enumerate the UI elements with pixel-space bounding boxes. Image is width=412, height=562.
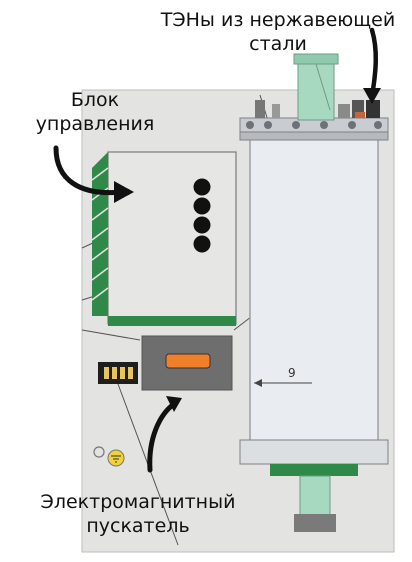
control-unit-side-stripes <box>91 152 109 316</box>
dimension-arrowhead <box>254 379 262 387</box>
top-pipe-cap <box>293 53 339 65</box>
ground-symbol-icon <box>93 446 125 467</box>
contactor-label-line-1: Электромагнитный <box>40 491 236 513</box>
top-pipe-shade <box>315 63 331 111</box>
control-unit-box <box>107 151 237 325</box>
terminal-block-icon <box>98 362 138 384</box>
bottom-pipe <box>299 475 331 519</box>
top-flange-lower <box>239 131 389 141</box>
bottom-pipe-cap <box>294 514 336 532</box>
bottom-flange <box>239 439 389 465</box>
arrow-contactor <box>147 401 177 473</box>
dimension-label: 9 <box>288 366 296 380</box>
indicator-dots-icon <box>193 178 211 253</box>
arrow-control-unit <box>53 145 125 196</box>
arrow-heaters-head <box>363 88 381 104</box>
top-pipe <box>297 57 335 121</box>
bottom-green-ring <box>270 464 358 476</box>
heaters-label-line-1: ТЭНы из нержавеющей <box>160 9 396 31</box>
heater-terminals <box>255 100 380 118</box>
control-unit-label-line-1: Блок <box>70 89 120 111</box>
wire <box>81 329 141 341</box>
contactor-label: Электромагнитный пускатель <box>10 490 266 538</box>
heaters-label-line-2: стали <box>249 33 307 55</box>
heater-cylinder <box>249 129 379 443</box>
control-unit-label: Блок управления <box>10 88 180 136</box>
contactor-indicator <box>165 353 211 369</box>
contactor-label-line-2: пускатель <box>86 515 190 537</box>
flange-bolts <box>246 121 382 129</box>
arrow-contactor-head <box>166 396 182 412</box>
heaters-label: ТЭНы из нержавеющей стали <box>150 8 406 56</box>
arrow-control-unit-head <box>114 181 134 203</box>
control-unit-green-bar <box>108 316 236 326</box>
control-unit-label-line-2: управления <box>35 113 155 135</box>
